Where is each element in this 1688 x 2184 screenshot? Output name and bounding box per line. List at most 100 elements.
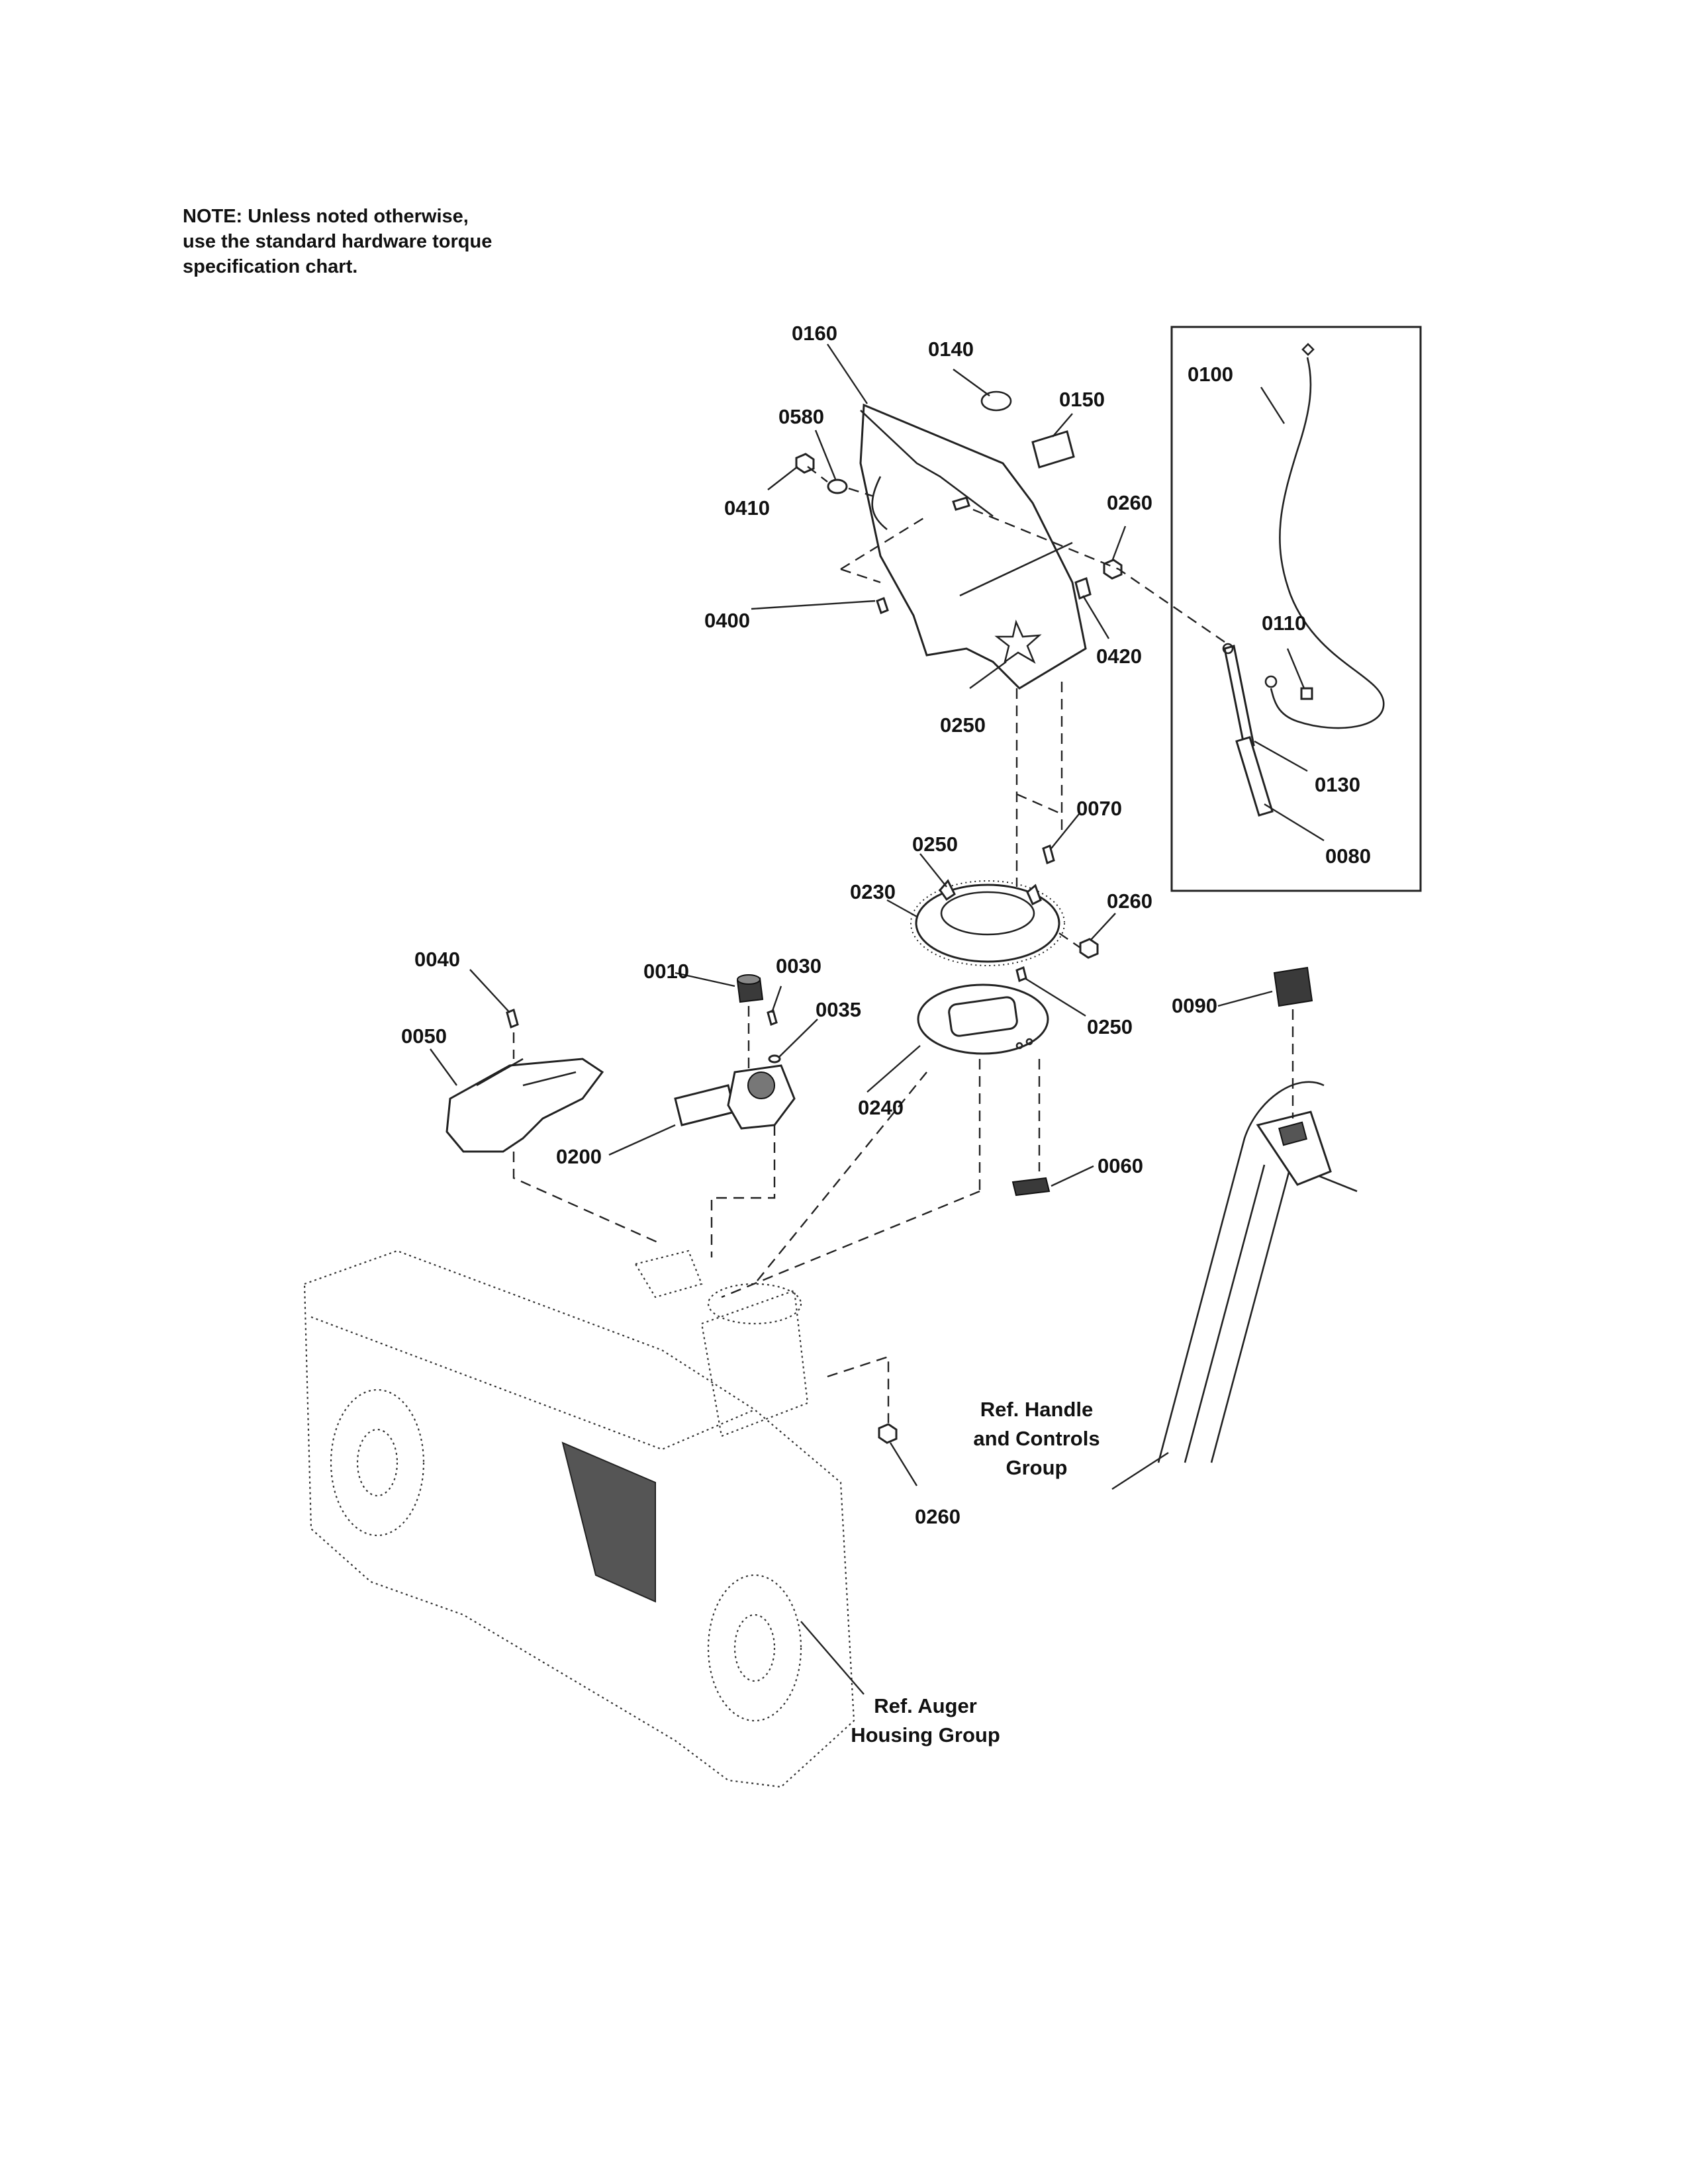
ref-handle-line-1: Ref. Handle	[980, 1398, 1094, 1421]
housing-chute-neck	[700, 1289, 809, 1437]
deflector-seam	[959, 541, 1073, 597]
deflector-star-decal	[994, 619, 1042, 664]
specification-note: NOTE: Unless noted otherwise, use the st…	[183, 204, 580, 279]
label-0035: 0035	[816, 998, 861, 1021]
leader-lines	[430, 343, 1325, 1695]
deflector-curve	[871, 476, 888, 531]
dash-motor-to-housing	[710, 1125, 776, 1257]
label-0160: 0160	[792, 322, 837, 345]
chute-ring-inner	[940, 891, 1035, 936]
label-0140: 0140	[928, 338, 974, 361]
label-0050: 0050	[401, 1024, 447, 1048]
label-0250-lower: 0250	[1087, 1015, 1133, 1038]
washer-0580	[827, 478, 848, 494]
cable-end-top	[1301, 343, 1315, 356]
label-0400: 0400	[704, 609, 750, 632]
ref-auger-line-2: Housing Group	[851, 1723, 1000, 1747]
label-0100: 0100	[1188, 363, 1233, 386]
note-line-1: NOTE: Unless noted otherwise,	[183, 206, 469, 227]
ring-tab-right	[1026, 884, 1042, 906]
nut-0260-middle	[1079, 938, 1099, 959]
ref-auger-line-1: Ref. Auger	[874, 1694, 977, 1717]
label-0230: 0230	[850, 880, 896, 903]
label-0090: 0090	[1172, 994, 1217, 1017]
label-0250-upper: 0250	[940, 713, 986, 737]
label-0040: 0040	[414, 948, 460, 971]
bushing-0060	[1011, 1177, 1051, 1197]
dash-nut-to-washer	[807, 466, 828, 482]
dash-cover-to-housing	[512, 1152, 663, 1246]
dash-nut-lower	[827, 1355, 890, 1423]
housing-mount-bracket	[634, 1250, 703, 1298]
dash-ring-to-housing	[754, 1071, 927, 1285]
chute-rod	[1223, 645, 1255, 749]
auger-screen	[561, 1441, 656, 1603]
handle-rail-outer	[1157, 1081, 1325, 1463]
label-0410: 0410	[724, 496, 770, 520]
dash-plate-to-housing	[721, 1190, 980, 1298]
label-0250-middle: 0250	[912, 833, 958, 856]
plate-hole-2	[1025, 1038, 1033, 1046]
switch-slot	[1278, 1121, 1307, 1146]
screw-0040	[506, 1008, 519, 1029]
handle-rail-back	[1210, 1163, 1358, 1463]
label-0130: 0130	[1315, 773, 1360, 796]
toggle-switch	[1273, 966, 1313, 1007]
label-0260-middle: 0260	[1107, 889, 1152, 913]
cable-inset-box	[1170, 326, 1422, 892]
ref-handle-line-2: and Controls	[973, 1427, 1100, 1450]
dash-deflector-right	[972, 508, 1225, 643]
chute-base-plate	[917, 983, 1049, 1055]
dash-ring-to-nut	[1058, 933, 1081, 948]
screw-0030	[767, 1009, 778, 1026]
chute-motor	[674, 1084, 736, 1126]
label-0260-upper: 0260	[1107, 491, 1152, 514]
auger-wheel-right	[707, 1574, 802, 1722]
chute-ring-teeth	[910, 880, 1065, 966]
auger-housing-top	[310, 1316, 755, 1451]
label-0420: 0420	[1096, 645, 1142, 668]
label-0580: 0580	[778, 405, 824, 428]
nut-0260-lower	[878, 1423, 898, 1444]
label-0070: 0070	[1076, 797, 1122, 820]
label-0200: 0200	[556, 1145, 602, 1168]
chute-bolt	[952, 496, 970, 511]
cable-end-loop	[1264, 675, 1278, 688]
dash-washer-to-deflector	[848, 487, 874, 498]
motor-gear	[747, 1071, 775, 1099]
label-0150: 0150	[1059, 388, 1105, 411]
rod-sleeve	[1235, 736, 1274, 817]
washer-0035	[768, 1054, 781, 1064]
label-0260-lower: 0260	[915, 1505, 961, 1528]
plate-hole-1	[1015, 1042, 1023, 1050]
dash-chute-shift	[1016, 793, 1062, 815]
auger-wheel-left	[330, 1388, 425, 1537]
auger-housing-body	[303, 1250, 855, 1788]
deflector-fold	[860, 410, 994, 518]
motor-knob-top	[737, 974, 761, 985]
cable-clip	[1300, 687, 1313, 700]
label-0030: 0030	[776, 954, 821, 978]
screw-0070	[1042, 844, 1055, 865]
note-line-3: specification chart.	[183, 256, 358, 277]
chute-deflector	[859, 403, 1087, 690]
screw-0400	[876, 597, 889, 614]
handle-bracket	[1256, 1111, 1332, 1186]
motor-cover-edge	[476, 1058, 577, 1087]
plate-opening	[948, 996, 1018, 1037]
chute-decal	[1031, 430, 1075, 469]
rod-end	[1222, 643, 1234, 655]
motor-cover	[445, 1058, 604, 1153]
auger-hub-right	[733, 1614, 776, 1682]
note-line-2: use the standard hardware torque	[183, 231, 492, 252]
label-0240: 0240	[858, 1096, 904, 1119]
label-0010: 0010	[643, 960, 689, 983]
control-cable	[1270, 357, 1385, 729]
label-0080: 0080	[1325, 844, 1371, 868]
ref-handle-line-3: Group	[1006, 1456, 1068, 1479]
label-0110: 0110	[1262, 612, 1306, 635]
dash-deflector-left	[840, 515, 927, 584]
housing-chute-opening	[707, 1283, 802, 1325]
bracket-0420	[1074, 577, 1092, 600]
